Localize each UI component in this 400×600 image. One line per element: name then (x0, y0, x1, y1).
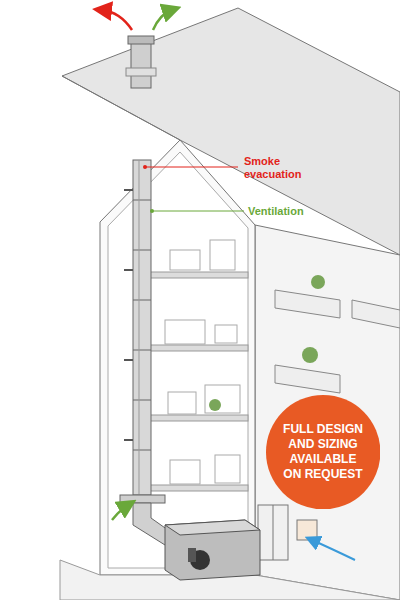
flow-label: Smoke evacuation (244, 155, 334, 181)
flow-label: Ventilation (248, 205, 338, 218)
circle-text: FULL DESIGN AND SIZING AVAILABLE ON REQU… (281, 422, 364, 482)
info-circle: FULL DESIGN AND SIZING AVAILABLE ON REQU… (266, 395, 380, 509)
